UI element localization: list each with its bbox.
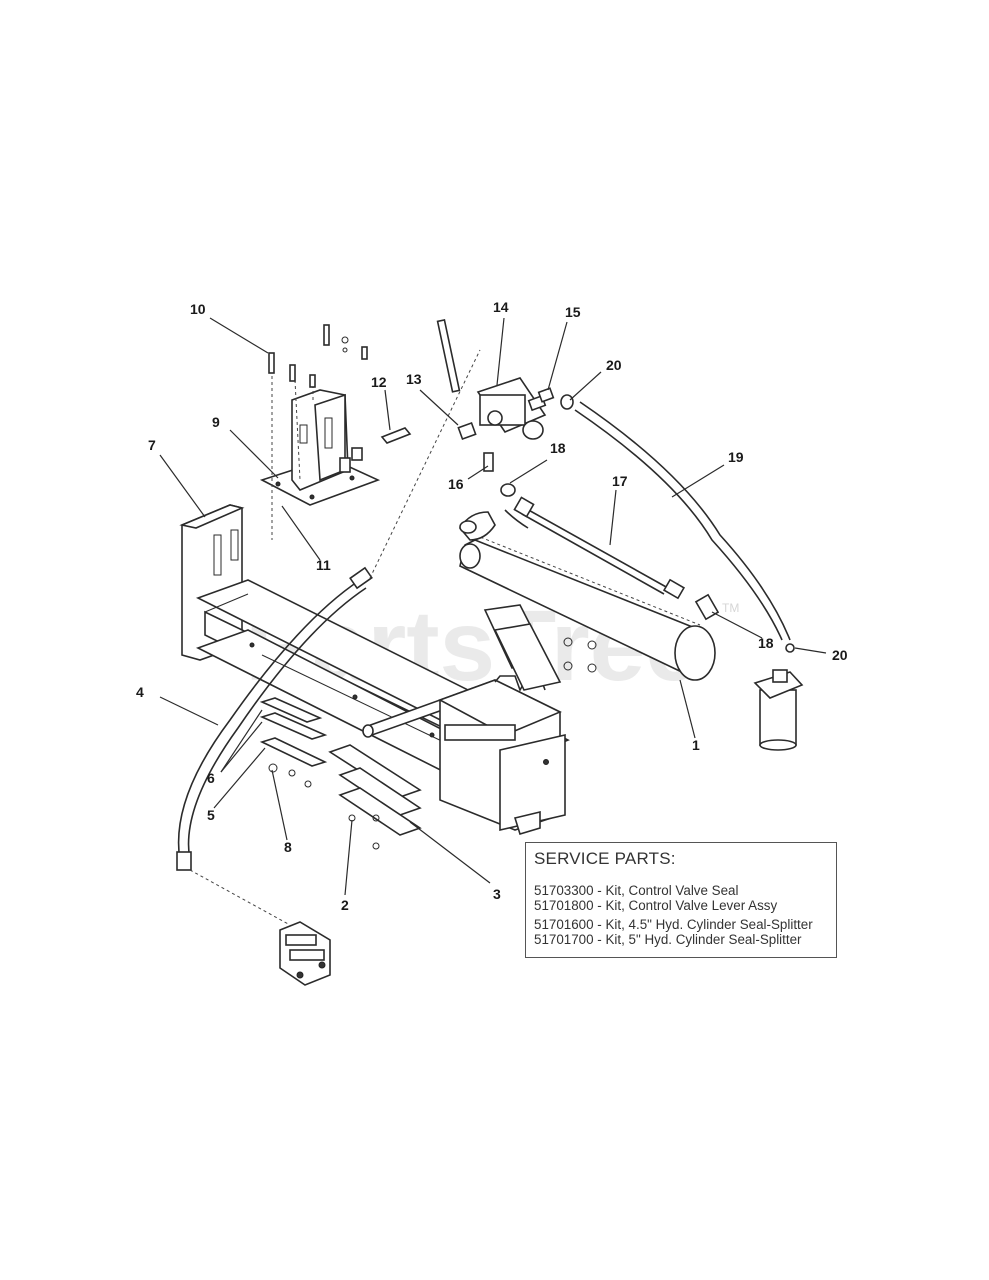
bolt-set <box>268 324 368 388</box>
hose-19 <box>579 401 791 641</box>
callout-12: 12 <box>371 374 387 390</box>
service-parts-title: SERVICE PARTS: <box>534 849 676 868</box>
cylinder-mount-bracket <box>438 675 566 835</box>
callout-20a: 20 <box>606 357 622 373</box>
hydraulic-cylinder <box>459 509 716 681</box>
callout-20b: 20 <box>832 647 848 663</box>
callout-8: 8 <box>284 839 292 855</box>
callout-18b: 18 <box>758 635 774 651</box>
service-part-item: 51701700 - Kit, 5" Hyd. Cylinder Seal-Sp… <box>534 932 802 947</box>
callout-labels: 1 2 3 4 5 6 7 8 9 10 11 12 13 14 15 16 1… <box>136 299 848 913</box>
callout-13: 13 <box>406 371 422 387</box>
hose-17 <box>513 496 720 621</box>
pin <box>380 427 412 444</box>
fitting-18a <box>500 483 516 497</box>
pump <box>279 921 331 986</box>
leader-lines <box>159 317 827 896</box>
control-valve <box>436 319 574 472</box>
callout-9: 9 <box>212 414 220 430</box>
callout-1: 1 <box>692 737 700 753</box>
service-part-item: 51701800 - Kit, Control Valve Lever Assy <box>534 898 778 913</box>
callout-4: 4 <box>136 684 144 700</box>
callout-7: 7 <box>148 437 156 453</box>
callout-3: 3 <box>493 886 501 902</box>
callout-17: 17 <box>612 473 628 489</box>
callout-10: 10 <box>190 301 206 317</box>
service-part-item: 51701600 - Kit, 4.5" Hyd. Cylinder Seal-… <box>534 917 813 932</box>
watermark-tm: TM <box>722 601 739 615</box>
callout-14: 14 <box>493 299 509 315</box>
hose-4 <box>177 579 361 861</box>
callout-5: 5 <box>207 807 215 823</box>
service-parts-box: SERVICE PARTS: 51703300 - Kit, Control V… <box>525 842 837 958</box>
filter <box>753 643 804 751</box>
wear-plates <box>259 697 422 850</box>
callout-2: 2 <box>341 897 349 913</box>
callout-15: 15 <box>565 304 581 320</box>
callout-18a: 18 <box>550 440 566 456</box>
service-part-item: 51703300 - Kit, Control Valve Seal <box>534 883 739 898</box>
callout-11: 11 <box>316 557 331 573</box>
valve-bracket <box>259 370 381 540</box>
callout-16: 16 <box>448 476 464 492</box>
callout-6: 6 <box>207 770 215 786</box>
callout-19: 19 <box>728 449 744 465</box>
guide-plates <box>483 604 597 691</box>
